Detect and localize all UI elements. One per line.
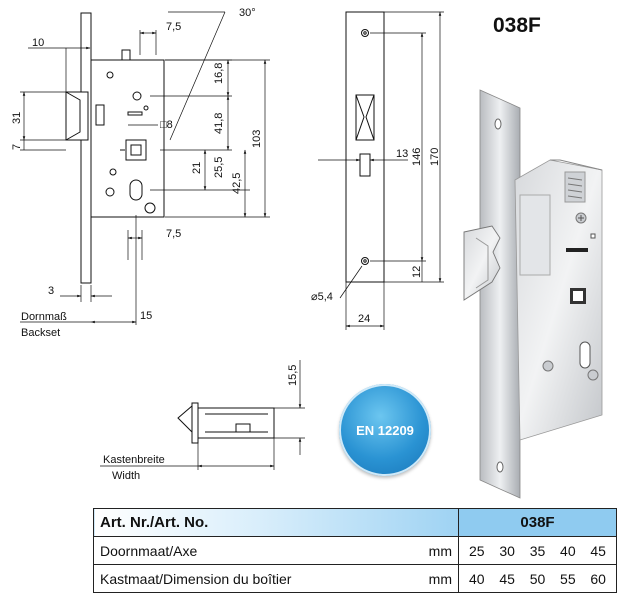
lock-product-image [463,89,603,499]
value-cell: 35 [529,542,546,559]
dim-3: 3 [48,285,54,297]
row-label: Doornmaat/Axe [93,536,416,565]
dim-12: 12 [411,266,423,278]
value-cell: 45 [590,542,606,559]
faceplate-view [345,11,385,283]
dim-25-5: 25,5 [213,157,225,178]
table-header-row: Art. Nr./Art. No. 038F [93,508,617,537]
header-model: 038F [458,508,617,537]
dim-24: 24 [358,313,370,325]
dim-square-8: □8 [160,119,173,131]
dim-41-8: 41,8 [213,113,225,134]
badge-label: EN 12209 [356,422,414,438]
dim-21: 21 [191,162,203,174]
backset-label-de: Dornmaß [21,311,67,323]
spec-table: Art. Nr./Art. No. 038F Doornmaat/Axe mm … [93,508,617,593]
dim-7-5-bottom: 7,5 [166,228,181,240]
dim-7-5-top: 7,5 [166,21,181,33]
width-label-de: Kastenbreite [103,454,165,466]
table-row: Kastmaat/Dimension du boîtier mm 40 45 5… [93,564,617,593]
dim-angle: 30° [239,7,256,19]
dim-13: 13 [396,148,408,160]
value-cell: 25 [469,542,485,559]
dim-15: 15 [140,310,152,322]
dim-15-5: 15,5 [287,365,299,386]
lock-top-view [177,402,275,444]
width-label-en: Width [112,470,140,482]
dim-10: 10 [32,37,44,49]
value-cell: 40 [560,542,576,559]
value-cell: 60 [590,570,606,587]
dim-170: 170 [429,148,441,166]
row-unit: mm [416,564,459,593]
row-unit: mm [416,536,459,565]
table-row: Doornmaat/Axe mm 25 30 35 40 45 [93,536,617,565]
dim-42-5: 42,5 [231,173,243,194]
dim-diameter: ⌀5,4 [311,291,333,303]
dim-146: 146 [411,148,423,166]
lock-front-view [65,12,165,284]
value-cell: 50 [529,570,546,587]
model-title: 038F [493,14,541,37]
value-cell: 55 [560,570,576,587]
dim-16-8: 16,8 [213,63,225,84]
dim-103: 103 [251,130,263,148]
value-cell: 30 [499,542,515,559]
row-label: Kastmaat/Dimension du boîtier [93,564,416,593]
value-cell: 40 [469,570,485,587]
row-values: 25 30 35 40 45 [458,536,617,565]
value-cell: 45 [499,570,515,587]
row-values: 40 45 50 55 60 [458,564,617,593]
backset-label-en: Backset [21,327,60,339]
header-article-label: Art. Nr./Art. No. [93,508,459,537]
dim-31: 31 [11,112,23,124]
dim-7: 7 [11,144,23,150]
en-12209-badge: EN 12209 [339,384,431,476]
